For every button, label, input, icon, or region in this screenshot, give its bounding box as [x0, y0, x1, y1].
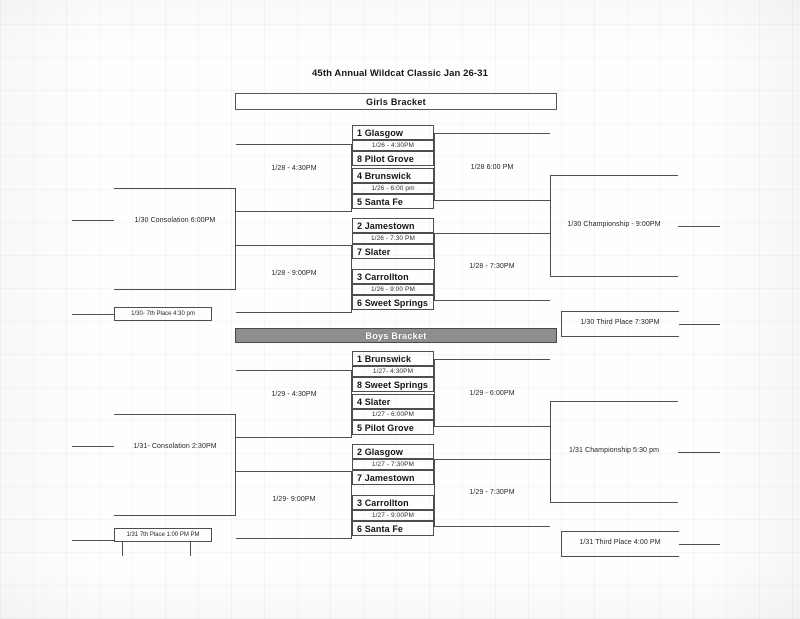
boys-third-place-label: 1/31 Third Place 4:00 PM	[579, 539, 661, 546]
girls-r1-g3-team2: 7 Slater	[352, 244, 434, 259]
girls-r1-g2-team2: 5 Santa Fe	[352, 194, 434, 209]
boys-losers-semifinal-1-box	[236, 370, 352, 438]
boys-championship-box	[550, 401, 678, 503]
boys-semifinal-1-label: 1/29 - 6:00PM	[469, 390, 515, 397]
boys-consolation-box	[114, 414, 236, 516]
boys-consolation-label: 1/31- Consolation 2:30PM	[133, 443, 217, 450]
girls-champion-line	[678, 226, 720, 227]
boys-consolation-feed-line	[72, 446, 114, 447]
boys-losers-semifinal-2-label: 1/29- 9:00PM	[272, 496, 316, 503]
boys-r1-g3-team2: 7 Jamestown	[352, 470, 434, 485]
girls-championship-box	[550, 175, 678, 277]
girls-r1-g1-team1: 1 Glasgow	[352, 125, 434, 140]
girls-r1-g3-time: 1/26 - 7:30 PM	[352, 233, 434, 244]
boys-r1-g3-time: 1/27 - 7:30PM	[352, 459, 434, 470]
boys-seventh-place-stem-right	[190, 542, 191, 556]
boys-third-place-line	[679, 544, 720, 545]
girls-semifinal-2-box	[434, 233, 550, 301]
girls-consolation-feed-line	[72, 220, 114, 221]
girls-r1-g2-team1: 4 Brunswick	[352, 168, 434, 183]
girls-r1-g4-team2: 6 Sweet Springs	[352, 295, 434, 310]
boys-r1-g1-team1: 1 Brunswick	[352, 351, 434, 366]
girls-r1-g1-time: 1/26 - 4:30PM	[352, 140, 434, 151]
girls-third-place-box	[561, 311, 679, 337]
boys-champion-line	[678, 452, 720, 453]
boys-semifinal-1-box	[434, 359, 550, 427]
boys-r1-g2-team2: 5 Pilot Grove	[352, 420, 434, 435]
boys-r1-g1-time: 1/27- 4:30PM	[352, 366, 434, 377]
girls-championship-label: 1/30 Championship - 9:00PM	[567, 221, 661, 228]
boys-semifinal-2-label: 1/29 - 7:30PM	[469, 489, 515, 496]
girls-r1-g4-team1: 3 Carrollton	[352, 269, 434, 284]
girls-r1-g2-time: 1/26 - 6:00 pm	[352, 183, 434, 194]
girls-bracket-header: Girls Bracket	[235, 93, 557, 110]
boys-r1-g1-team2: 8 Sweet Springs	[352, 377, 434, 392]
boys-r1-g2-time: 1/27 - 6:00PM	[352, 409, 434, 420]
girls-third-place-line	[679, 324, 720, 325]
boys-championship-label: 1/31 Championship 5:30 pm	[568, 447, 660, 454]
boys-r1-g4-team1: 3 Carrollton	[352, 495, 434, 510]
girls-consolation-label: 1/30 Consolation 6:00PM	[134, 217, 216, 224]
boys-seventh-feed-line	[72, 540, 114, 541]
girls-losers-semifinal-1-box	[236, 144, 352, 212]
boys-seventh-place-stem-left	[122, 542, 123, 556]
boys-r1-g4-time: 1/27 - 9:00PM	[352, 510, 434, 521]
boys-third-place-box	[561, 531, 679, 557]
boys-bracket-header: Boys Bracket	[235, 328, 557, 343]
girls-third-place-label: 1/30 Third Place 7:30PM	[580, 319, 660, 326]
girls-semifinal-1-box	[434, 133, 550, 201]
boys-r1-g2-team1: 4 Slater	[352, 394, 434, 409]
girls-losers-semifinal-1-label: 1/28 - 4:30PM	[271, 165, 317, 172]
boys-losers-semifinal-2-box	[236, 471, 352, 539]
boys-semifinal-2-box	[434, 459, 550, 527]
girls-seventh-feed-line	[72, 314, 114, 315]
boys-r1-g4-team2: 6 Santa Fe	[352, 521, 434, 536]
boys-seventh-place-box: 1/31 7th Place 1:00 PM PM	[114, 528, 212, 542]
girls-losers-semifinal-2-label: 1/28 - 9:00PM	[271, 270, 317, 277]
girls-semifinal-1-label: 1/28 6:00 PM	[470, 164, 514, 171]
girls-r1-g1-team2: 8 Pilot Grove	[352, 151, 434, 166]
page-title: 45th Annual Wildcat Classic Jan 26-31	[312, 68, 488, 79]
girls-seventh-place-box: 1/30- 7th Place 4:30 pm	[114, 307, 212, 321]
boys-losers-semifinal-1-label: 1/29 - 4:30PM	[271, 391, 317, 398]
girls-losers-semifinal-2-box	[236, 245, 352, 313]
girls-r1-g4-time: 1/26 - 9:00 PM	[352, 284, 434, 295]
girls-consolation-box	[114, 188, 236, 290]
boys-r1-g3-team1: 2 Glasgow	[352, 444, 434, 459]
girls-r1-g3-team1: 2 Jamestown	[352, 218, 434, 233]
girls-semifinal-2-label: 1/28 - 7:30PM	[469, 263, 515, 270]
